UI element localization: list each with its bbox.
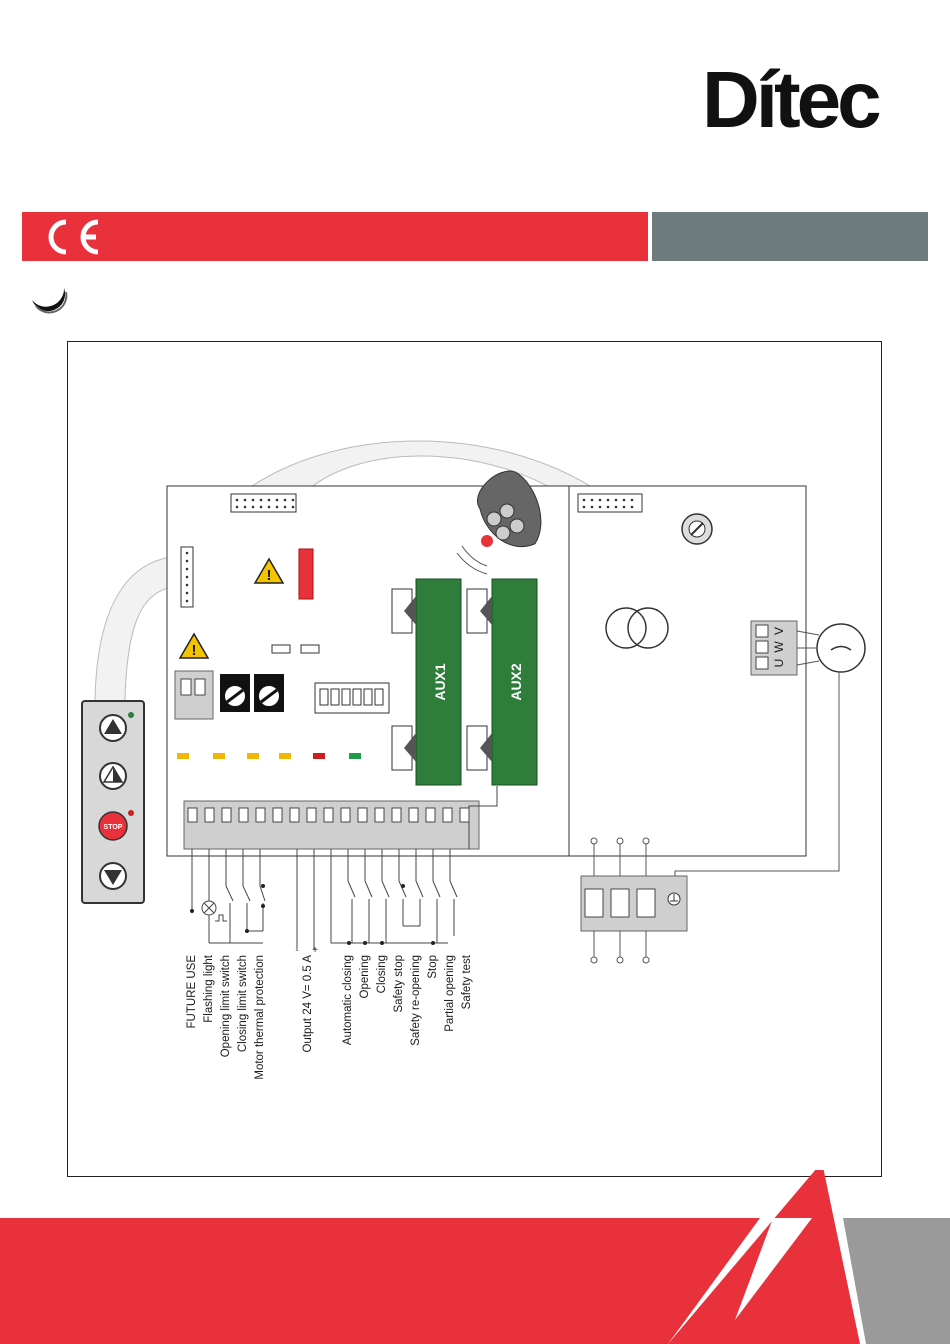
fuse-icon [682,514,712,544]
wiring-diagram: ! ! AUX1 AUX2 [67,341,882,1177]
footer-band [0,1170,950,1344]
label-opening-limit-switch: Opening limit switch [220,955,232,1057]
label-automatic-closing: Automatic closing [342,955,354,1045]
logo-text: Dítec [702,55,880,140]
jumper [272,645,290,653]
ribbon-connector-right [578,494,642,512]
phase-u-label: U [772,659,786,668]
trimmer-icon [220,674,250,712]
label-motor-thermal-protection: Motor thermal protection [254,955,266,1080]
ce-mark-icon [40,214,104,260]
aux1-label: AUX1 [432,663,448,701]
close-button-icon [100,863,126,889]
label-flashing-light: Flashing light [203,954,215,1023]
trimmer-icon [254,674,284,712]
section-bullet-icon [26,278,70,318]
svg-text:!: ! [267,567,272,584]
aux2-label: AUX2 [508,663,524,701]
stop-button-label: STOP [104,824,123,831]
title-bar-red [22,212,648,261]
ditec-logo: Dítec [700,55,910,140]
title-bar-grey [652,212,928,261]
label-opening: Opening [359,955,371,998]
phase-w-label: W [772,641,786,653]
plus-sign: + [312,945,318,956]
label-closing: Closing [376,955,388,993]
label-safety-stop: Safety stop [393,955,405,1013]
stop-button: STOP [99,812,127,840]
ribbon-connector-left [231,494,296,512]
motor-icon [817,624,865,672]
label-output-24v: Output 24 V= 0.5 A [302,955,314,1053]
phase-v-label: V [772,627,786,635]
label-partial-opening: Partial opening [444,955,456,1032]
label-safety-reopening: Safety re-opening [410,955,422,1046]
jumper [301,645,319,653]
label-future-use: FUTURE USE [186,955,198,1029]
terminal-screws [188,808,469,822]
minus-sign: - [295,945,298,956]
label-safety-test: Safety test [461,954,473,1009]
label-closing-limit-switch: Closing limit switch [237,955,249,1052]
ground-icon [668,893,680,905]
open-button-icon [100,715,126,741]
red-connector [299,549,313,599]
svg-text:!: ! [192,642,197,659]
partial-open-button-icon [100,763,126,789]
label-stop: Stop [427,955,439,979]
